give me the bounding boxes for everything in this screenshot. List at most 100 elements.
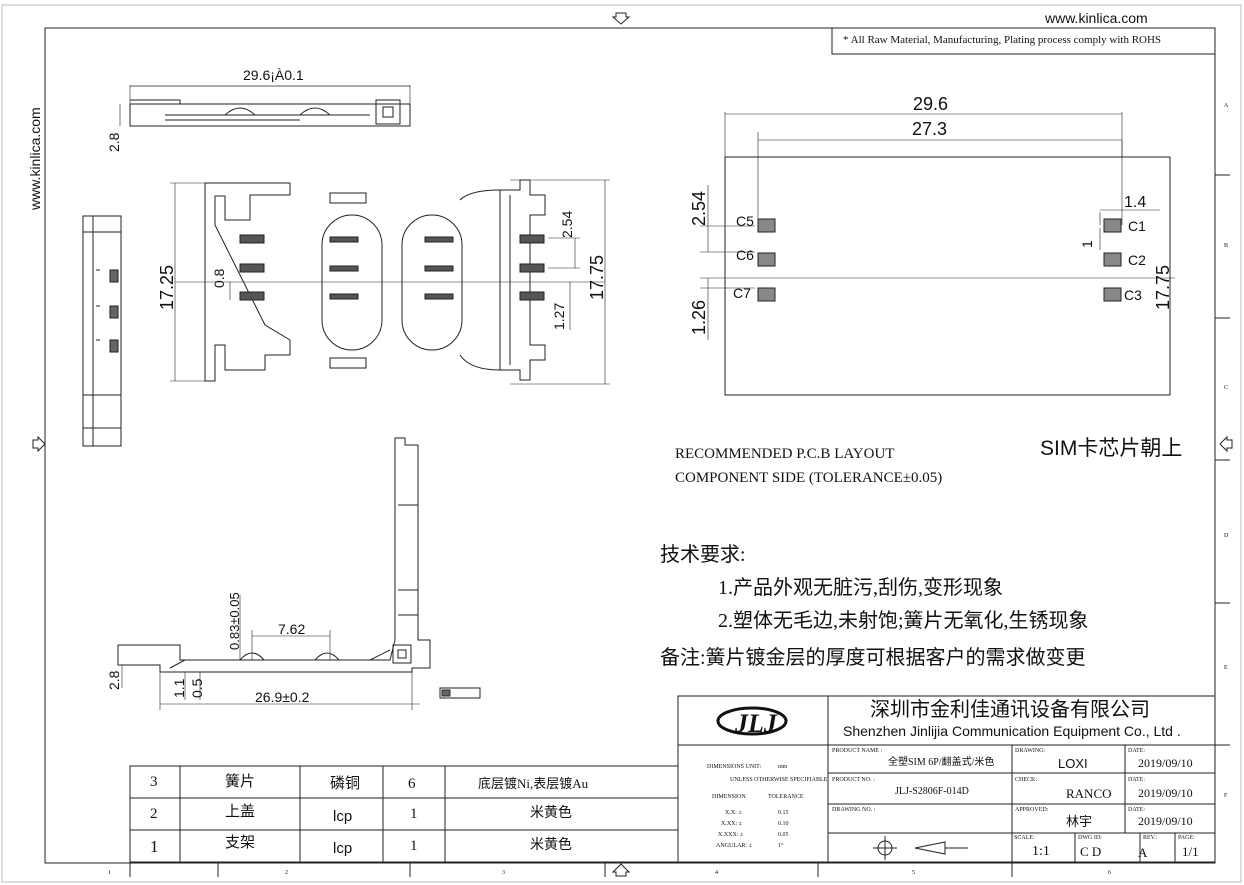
bom-finish: 米黄色 (530, 806, 572, 821)
rev-label: REV.: (1143, 835, 1158, 841)
bom-qty: 6 (408, 776, 416, 792)
drawing-by: LOXI (1058, 756, 1088, 771)
pcb-dim-296: 29.6 (913, 94, 949, 114)
dim-side-28: 2.8 (106, 670, 122, 690)
page-label: PAGE: (1178, 835, 1195, 841)
pcb-layout-view (700, 112, 1175, 396)
bom-name: 簧片 (225, 774, 256, 790)
pad-label-c3: C3 (1124, 287, 1142, 303)
zone-row-label: F (1224, 793, 1228, 799)
pcb-title-1: RECOMMENDED P.C.B LAYOUT (675, 446, 895, 462)
pcb-dim-273: 27.3 (912, 119, 948, 139)
dwg-id-label: DWG ID: (1078, 835, 1102, 841)
page-value: 1/1 (1182, 844, 1199, 859)
check-label: CHECK: (1015, 777, 1038, 783)
pad-label-c2: C2 (1128, 252, 1146, 268)
date-check: 2019/09/10 (1138, 786, 1193, 800)
dim-plan-height: 17.25 (157, 264, 177, 310)
dim-top-height: 2.8 (106, 132, 122, 152)
zone-row-label: D (1224, 533, 1229, 539)
center-mark-bottom-icon (611, 863, 631, 877)
tol-dim: X.XX: ± (721, 821, 742, 827)
dim-top-length: 29.6¡À0.1 (243, 67, 304, 83)
remark: 备注:簧片镀金层的厚度可根据客户的需求做变更 (660, 647, 1086, 669)
left-side-view (82, 215, 122, 447)
date-drawing: 2019/09/10 (1138, 756, 1193, 770)
pcb-dim-254: 2.54 (689, 190, 709, 226)
center-mark-right-icon (1219, 435, 1233, 453)
tol-value: 0.05 (778, 832, 789, 838)
pcb-dim-14: 1.4 (1124, 194, 1147, 211)
product-name: 全塑SIM 6P/翻盖式/米色 (888, 757, 995, 768)
rohs-box (831, 27, 1216, 55)
tolerance-label: TOLERANCE (768, 794, 804, 800)
bom-qty: 1 (410, 806, 418, 822)
date-label: DATE: (1128, 748, 1145, 754)
approved-by: 林宇 (1066, 814, 1093, 829)
center-mark-top-icon (611, 12, 631, 25)
rohs-note: * All Raw Material, Manufacturing, Plati… (843, 34, 1162, 46)
requirement-2: 2.塑体无毛边,未射饱;簧片无氧化,生锈现象 (718, 610, 1089, 632)
inner-border (44, 27, 1216, 864)
bom-name: 上盖 (225, 804, 256, 820)
center-mark-left-icon (32, 435, 46, 453)
dim-unit-value: mm (778, 764, 788, 770)
dwg-id-value: C D (1080, 844, 1102, 859)
open-side-view (117, 437, 481, 710)
date-approved: 2019/09/10 (1138, 814, 1193, 828)
rev-value: A (1138, 845, 1148, 860)
company-name-en: Shenzhen Jinlijia Communication Equipmen… (843, 723, 1181, 739)
date-label: DATE: (1128, 777, 1145, 783)
website-side: www.kinlica.com (27, 107, 43, 210)
zone-row-label: B (1224, 243, 1229, 249)
dimension-label: DIMENSION (712, 794, 746, 800)
dim-side-762: 7.62 (278, 621, 306, 637)
pad-label-c6: C6 (736, 247, 754, 263)
date-label: DATE: (1128, 807, 1145, 813)
dim-side-11: 1.1 (171, 678, 187, 698)
product-no-label: PRODUCT NO. : (832, 777, 875, 783)
company-logo: JLJ (716, 706, 788, 738)
dim-plan-254: 2.54 (559, 210, 575, 238)
dim-side-083: 0.83±0.05 (227, 592, 242, 650)
plan-view (170, 179, 610, 385)
requirement-1: 1.产品外观无脏污,刮伤,变形现象 (718, 577, 1003, 599)
tol-value: 1° (778, 843, 784, 849)
dim-unit-label: DIMENSIONS UNIT: (707, 764, 762, 770)
zone-row-label: C (1224, 385, 1229, 391)
dim-side-05: 0.5 (189, 678, 205, 698)
bom-table-lines (129, 765, 679, 863)
pcb-dim-1775: 17.75 (1153, 264, 1173, 310)
requirements-heading: 技术要求: (660, 544, 746, 566)
bom-qty: 1 (410, 838, 418, 854)
bom-no: 3 (150, 774, 158, 790)
chip-orientation-note: SIM卡芯片朝上 (1040, 437, 1183, 460)
dim-plan-127: 1.27 (551, 302, 567, 330)
title-block-lines (677, 695, 1216, 863)
pcb-dim-1: 1 (1079, 240, 1095, 248)
drawing-label: DRAWING: (1015, 748, 1046, 754)
approved-label: APPROVED: (1015, 807, 1049, 813)
tol-value: 0.15 (778, 810, 789, 816)
product-name-label: PRODUCT NAME : (832, 748, 883, 754)
bom-name: 支架 (225, 835, 256, 851)
tol-dim: ANGULAR: ± (716, 843, 752, 849)
top-profile-view (119, 85, 411, 127)
tol-dim: X.X: ± (725, 810, 742, 816)
bom-finish: 米黄色 (530, 838, 572, 853)
checked-by: RANCO (1066, 786, 1112, 801)
zone-row-label: E (1224, 665, 1228, 671)
bom-no: 1 (150, 837, 159, 856)
outer-border (1, 4, 1242, 883)
drawing-no-label: DRAWING NO. : (832, 807, 876, 813)
zone-col-label: 3 (502, 870, 505, 876)
zone-row-label: A (1224, 103, 1229, 109)
zone-col-label: 5 (912, 870, 915, 876)
website-top: www.kinlica.com (1045, 10, 1148, 26)
svg-text:JLJ: JLJ (734, 709, 778, 738)
dim-plan-1775: 17.75 (587, 254, 607, 300)
scale-label: SCALE: (1014, 835, 1035, 841)
dim-side-length: 26.9±0.2 (255, 689, 310, 705)
pcb-title-2: COMPONENT SIDE (TOLERANCE±0.05) (675, 470, 943, 486)
